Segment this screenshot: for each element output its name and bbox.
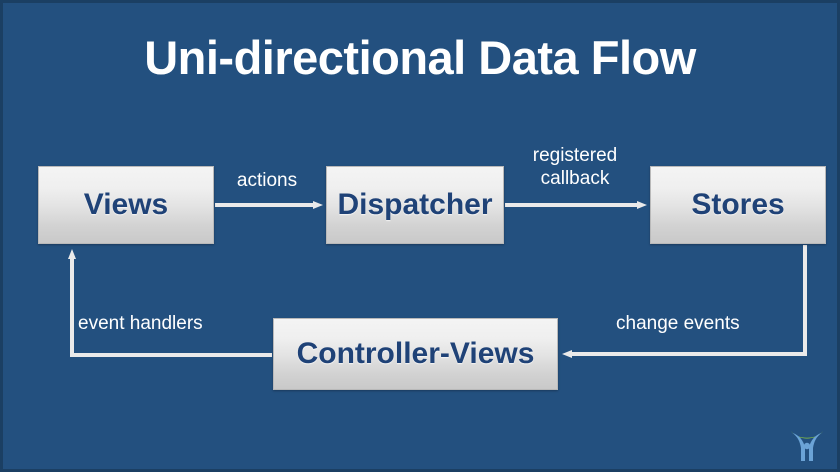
node-dispatcher[interactable]: Dispatcher — [326, 166, 504, 244]
edge-stores-to-controller — [562, 245, 807, 358]
brand-logo-icon — [791, 431, 823, 461]
node-dispatcher-label: Dispatcher — [337, 188, 493, 221]
node-views-label: Views — [83, 188, 169, 221]
node-stores[interactable]: Stores — [650, 166, 826, 244]
node-stores-label: Stores — [691, 188, 785, 221]
page-title: Uni-directional Data Flow — [144, 31, 696, 84]
node-controller-views-label: Controller-Views — [296, 337, 535, 370]
edge-label-change-events: change events — [616, 313, 740, 334]
edge-label-event-handlers: event handlers — [78, 313, 203, 334]
edge-label-actions: actions — [236, 170, 298, 191]
edge-label-registered-callback: registered callback — [532, 145, 618, 189]
node-controller-views[interactable]: Controller-Views — [273, 318, 558, 390]
node-views[interactable]: Views — [38, 166, 214, 244]
edge-controller-to-views — [68, 249, 272, 357]
